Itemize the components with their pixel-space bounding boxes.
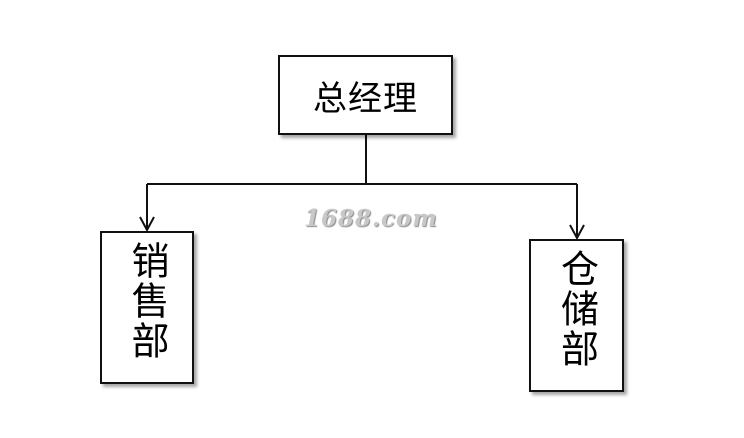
arrowhead-left-icon (139, 216, 155, 233)
node-sales-department: 销售部 (100, 231, 194, 384)
node-general-manager: 总经理 (278, 55, 453, 135)
node-warehouse-department-label: 仓储部 (554, 249, 599, 369)
watermark-text: 1688.com (304, 205, 438, 232)
arrowhead-right-icon (569, 224, 585, 241)
node-general-manager-label: 总经理 (313, 78, 418, 119)
node-sales-department-label: 销售部 (125, 241, 169, 361)
node-warehouse-department: 仓储部 (529, 239, 624, 392)
